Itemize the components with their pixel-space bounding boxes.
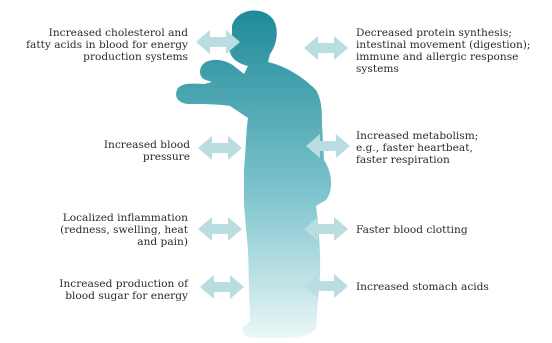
arrow-left-3 — [198, 217, 242, 241]
effect-right-protein-synthesis: Decreased protein synthesis; intestinal … — [356, 27, 550, 75]
effect-left-cholesterol: Increased cholesterol and fatty acids in… — [4, 27, 188, 63]
arrow-left-4 — [200, 275, 244, 299]
effect-right-blood-clotting: Faster blood clotting — [356, 224, 546, 236]
arrow-right-1 — [304, 36, 348, 60]
effect-left-inflammation: Localized inflammation (redness, swellin… — [20, 212, 188, 248]
effect-right-stomach-acids: Increased stomach acids — [356, 281, 546, 293]
effect-left-blood-pressure: Increased blood pressure — [40, 139, 190, 163]
effect-right-metabolism: Increased metabolism; e.g., faster heart… — [356, 130, 546, 166]
effect-left-blood-sugar: Increased production of blood sugar for … — [20, 278, 188, 302]
arrow-left-2 — [198, 136, 242, 160]
